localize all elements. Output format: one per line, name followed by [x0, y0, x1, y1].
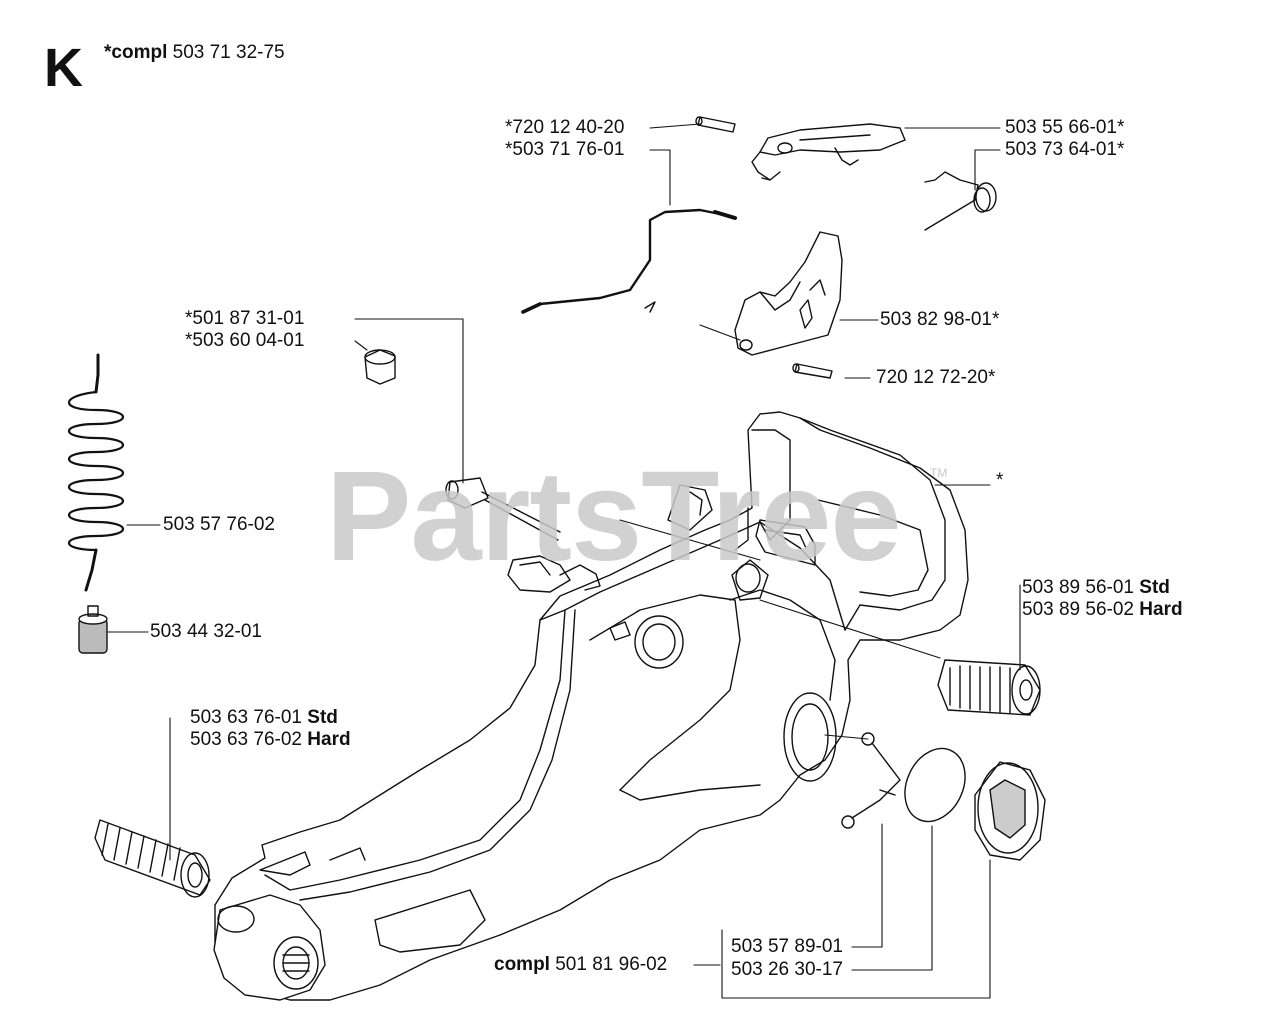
o-ring: [904, 747, 966, 823]
label-throttle-rod[interactable]: *503 71 76-01: [505, 139, 625, 160]
label-av-right-hard[interactable]: 503 89 56-02 Hard: [1022, 600, 1183, 620]
heading-number: 503 71 32-75: [172, 42, 285, 63]
label-spring[interactable]: 503 73 64-01*: [1005, 139, 1125, 160]
torsion-spring: [924, 171, 997, 231]
watermark: PartsTree: [326, 445, 901, 588]
label-handle-star[interactable]: *: [996, 470, 1004, 491]
bushing: [364, 349, 396, 385]
cap-compl-number: 501 81 96-02: [555, 954, 668, 975]
assembly-heading: *compl 503 71 32-75: [104, 42, 285, 64]
cap-strap: [841, 732, 901, 829]
label-roll-pin-top[interactable]: *720 12 40-20: [505, 117, 625, 138]
av-left-std-number: 503 63 76-01: [190, 707, 302, 728]
av-right-hard-suffix: Hard: [1139, 599, 1183, 620]
fuel-hose: [67, 353, 125, 592]
tank-cap: [974, 761, 1046, 861]
av-buffer-right: [937, 659, 1041, 716]
av-left-hard-suffix: Hard: [307, 729, 351, 750]
watermark-tm: TM: [930, 466, 948, 480]
label-throttle-lever[interactable]: 503 55 66-01*: [1005, 117, 1125, 138]
cap-compl-prefix: compl: [494, 954, 550, 975]
fuel-tank-housing: [213, 411, 969, 1001]
label-bushing[interactable]: *503 60 04-01: [185, 330, 305, 351]
label-roll-pin-bottom[interactable]: 720 12 72-20*: [876, 367, 996, 388]
av-left-std-suffix: Std: [307, 707, 338, 728]
label-pin[interactable]: *501 87 31-01: [185, 308, 305, 329]
label-cap-compl[interactable]: compl 501 81 96-02: [494, 955, 667, 975]
label-lockout[interactable]: 503 82 98-01*: [880, 309, 1000, 330]
pin: [445, 477, 561, 541]
av-left-hard-number: 503 63 76-02: [190, 729, 302, 750]
roll-pin-top: [695, 116, 736, 133]
roll-pin-bottom: [792, 363, 833, 379]
fuel-filter: [78, 605, 108, 654]
label-cap-strap[interactable]: 503 57 89-01: [731, 936, 843, 957]
throttle-lever: [751, 123, 906, 181]
label-fuel-hose[interactable]: 503 57 76-02: [163, 514, 275, 535]
av-right-std-suffix: Std: [1139, 577, 1170, 598]
throttle-lockout: [734, 231, 843, 356]
label-fuel-filter[interactable]: 503 44 32-01: [150, 621, 262, 642]
label-av-left-hard[interactable]: 503 63 76-02 Hard: [190, 730, 351, 750]
section-letter: K: [44, 38, 83, 98]
leader-lines: [107, 123, 1021, 999]
label-av-right-std[interactable]: 503 89 56-01 Std: [1022, 578, 1170, 598]
av-buffer-left: [94, 819, 211, 898]
av-right-std-number: 503 89 56-01: [1022, 577, 1134, 598]
label-cap-oring[interactable]: 503 26 30-17: [731, 959, 843, 980]
throttle-rod: [521, 208, 737, 314]
label-av-left-std[interactable]: 503 63 76-01 Std: [190, 708, 338, 728]
heading-prefix: *compl: [104, 42, 168, 63]
av-right-hard-number: 503 89 56-02: [1022, 599, 1134, 620]
